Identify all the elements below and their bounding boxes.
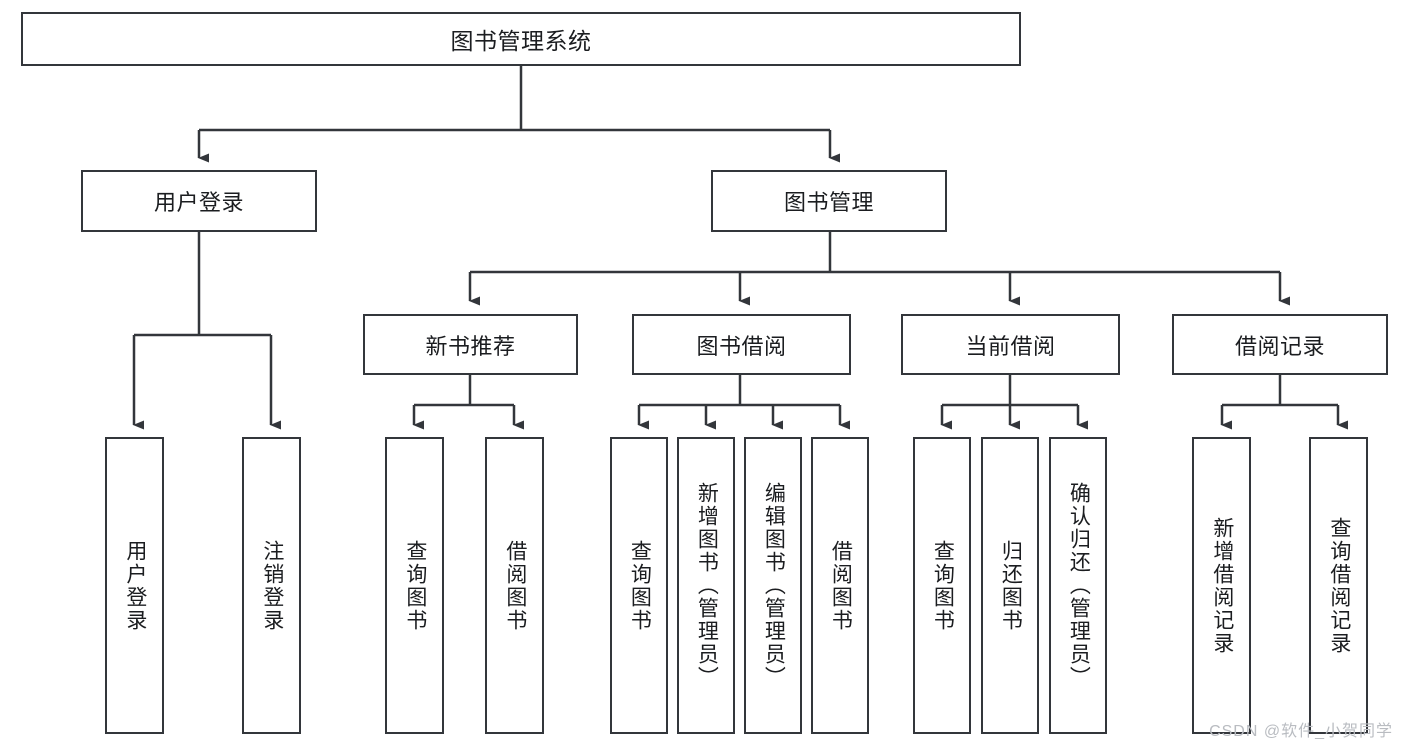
node-root-system[interactable]: 图书管理系统 <box>21 12 1021 66</box>
leaf-record-query-record[interactable]: 查询借阅记录 <box>1309 437 1368 734</box>
node-label: 查询图书 <box>628 539 652 632</box>
node-label: 借阅图书 <box>829 539 853 632</box>
node-label: 用户登录 <box>123 539 147 632</box>
node-current-borrow[interactable]: 当前借阅 <box>901 314 1120 375</box>
leaf-current-return-book[interactable]: 归还图书 <box>981 437 1039 734</box>
leaf-record-add-record[interactable]: 新增借阅记录 <box>1192 437 1251 734</box>
node-label: 当前借阅 <box>965 333 1056 359</box>
node-label: 借阅记录 <box>1234 333 1325 359</box>
node-book-management[interactable]: 图书管理 <box>711 170 947 232</box>
leaf-borrow-add-book[interactable]: 新增图书（管理员） <box>677 437 735 734</box>
leaf-borrow-edit-book[interactable]: 编辑图书（管理员） <box>744 437 802 734</box>
node-label: 归还图书 <box>999 539 1023 632</box>
node-label: 查询图书 <box>931 539 955 632</box>
leaf-user-login[interactable]: 用户登录 <box>105 437 164 734</box>
node-label: 注销登录 <box>260 539 284 632</box>
watermark: CSDN @软件_小贺同学 <box>1209 723 1393 740</box>
node-label: 图书借阅 <box>696 333 787 359</box>
node-label: 查询借阅记录 <box>1327 516 1351 655</box>
node-label: 图书管理 <box>783 190 874 215</box>
node-label: 新增图书（管理员） <box>695 482 719 689</box>
node-borrow-record[interactable]: 借阅记录 <box>1172 314 1388 375</box>
leaf-current-query-book[interactable]: 查询图书 <box>913 437 971 734</box>
leaf-newbook-query-book[interactable]: 查询图书 <box>385 437 444 734</box>
node-user-login[interactable]: 用户登录 <box>81 170 317 232</box>
node-label: 新书推荐 <box>425 333 516 359</box>
node-label: 查询图书 <box>403 539 427 632</box>
node-label: 图书管理系统 <box>450 28 592 54</box>
leaf-user-logout[interactable]: 注销登录 <box>242 437 301 734</box>
leaf-borrow-borrow-book[interactable]: 借阅图书 <box>811 437 869 734</box>
node-book-borrow[interactable]: 图书借阅 <box>632 314 851 375</box>
leaf-borrow-query-book[interactable]: 查询图书 <box>610 437 668 734</box>
leaf-newbook-borrow-book[interactable]: 借阅图书 <box>485 437 544 734</box>
node-label: 用户登录 <box>153 190 244 215</box>
node-label: 借阅图书 <box>503 539 527 632</box>
node-label: 编辑图书（管理员） <box>762 482 786 689</box>
node-label: 新增借阅记录 <box>1210 516 1234 655</box>
node-label: 确认归还（管理员） <box>1067 482 1091 689</box>
node-new-book-recommend[interactable]: 新书推荐 <box>363 314 578 375</box>
leaf-current-confirm-return[interactable]: 确认归还（管理员） <box>1049 437 1107 734</box>
